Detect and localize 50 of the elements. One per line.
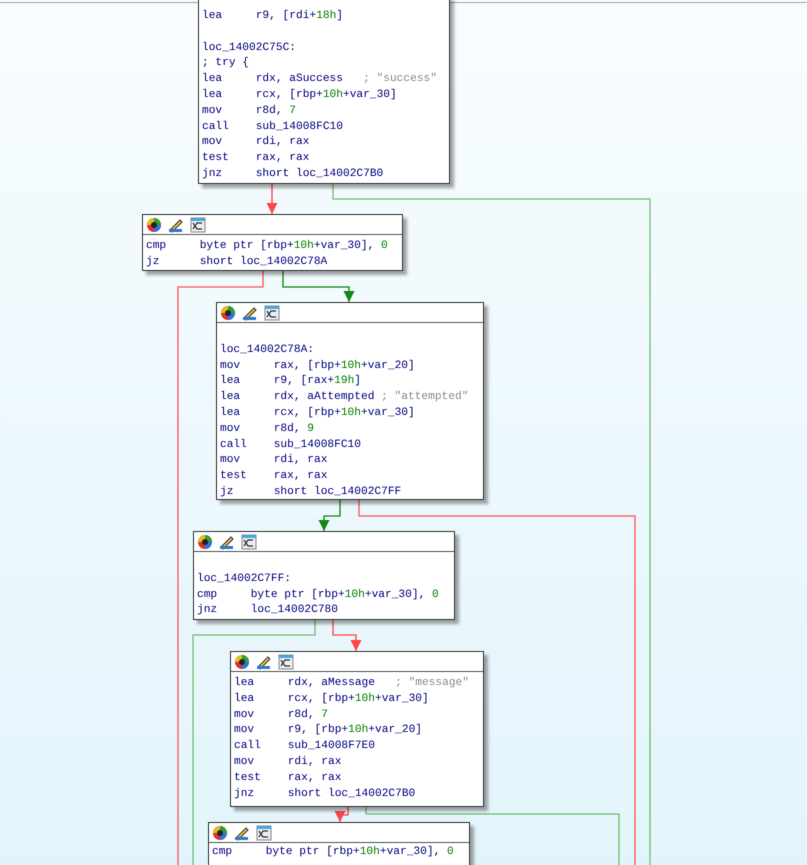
connector-line xyxy=(358,500,636,865)
code-line: mov rdi, rax xyxy=(202,135,310,150)
code-line: lea rdx, aMessage ; "message" xyxy=(234,676,470,691)
arrow xyxy=(332,620,362,651)
code-line: cmp byte ptr [rbp+10h+var_30], 0 xyxy=(197,588,440,603)
code-line: jnz loc_14002C780 xyxy=(197,603,339,618)
code-line: mov rdi, rax xyxy=(234,754,342,770)
code-line: jnz short loc_14002C7B0 xyxy=(234,786,416,802)
code-line: lea rcx, [rbp+10h+var_30] xyxy=(220,406,416,421)
code-block xyxy=(230,651,484,807)
code-line: ; try { xyxy=(202,56,250,72)
connector-line xyxy=(177,271,264,865)
code-line: lea rcx, [rbp+10h+var_30] xyxy=(202,88,398,103)
code-line: lea rdx, aSuccess ; "success" xyxy=(202,72,438,88)
code-line: cmp byte ptr [rbp+10h+var_30], 0 xyxy=(146,239,389,254)
code-line: mov rax, [rbp+10h+var_20] xyxy=(220,358,416,374)
code-block xyxy=(142,214,403,271)
code-block xyxy=(198,0,450,184)
code-line: loc_14002C7FF: xyxy=(197,572,292,587)
arrow xyxy=(282,271,354,302)
code-block xyxy=(208,822,470,865)
code-line: cmp byte ptr [rbp+10h+var_30], 0 xyxy=(212,845,455,860)
code-block xyxy=(216,302,484,500)
code-line: test rax, rax xyxy=(202,151,310,166)
arrow xyxy=(266,184,278,214)
code-line: mov r8d, 7 xyxy=(202,104,297,119)
code-line: loc_14002C75C: xyxy=(202,40,297,56)
code-line: lea rdx, aAttempted ; "attempted" xyxy=(220,390,470,406)
code-line: test rax, rax xyxy=(220,469,328,484)
connector-line xyxy=(365,807,620,865)
code-line: lea r9, [rdi+18h] xyxy=(202,9,344,24)
code-block xyxy=(193,531,455,620)
code-line: lea rcx, [rbp+10h+var_30] xyxy=(234,692,430,707)
code-line: lea r9, [rax+19h] xyxy=(220,374,362,390)
arrow xyxy=(318,500,341,531)
code-line: mov r8d, 9 xyxy=(220,422,315,437)
code-line: mov r9, [rbp+10h+var_20] xyxy=(234,723,424,738)
code-line: call sub_14008F7E0 xyxy=(234,739,376,754)
connector-line xyxy=(192,620,316,865)
code-line: jz short loc_14002C78A xyxy=(146,254,328,270)
code-line: jnz short loc_14002C7B0 xyxy=(202,166,384,182)
code-line: call sub_14008FC10 xyxy=(220,438,362,453)
code-line: loc_14002C78A: xyxy=(220,342,315,358)
code-line: mov r8d, 7 xyxy=(234,708,329,723)
code-line: jz short loc_14002C7FF xyxy=(220,484,402,500)
code-line: call sub_14008FC10 xyxy=(202,120,344,135)
connector-line xyxy=(332,184,651,865)
code-line: mov rdi, rax xyxy=(220,453,328,468)
arrow xyxy=(334,807,349,822)
code-line: test rax, rax xyxy=(234,770,342,786)
